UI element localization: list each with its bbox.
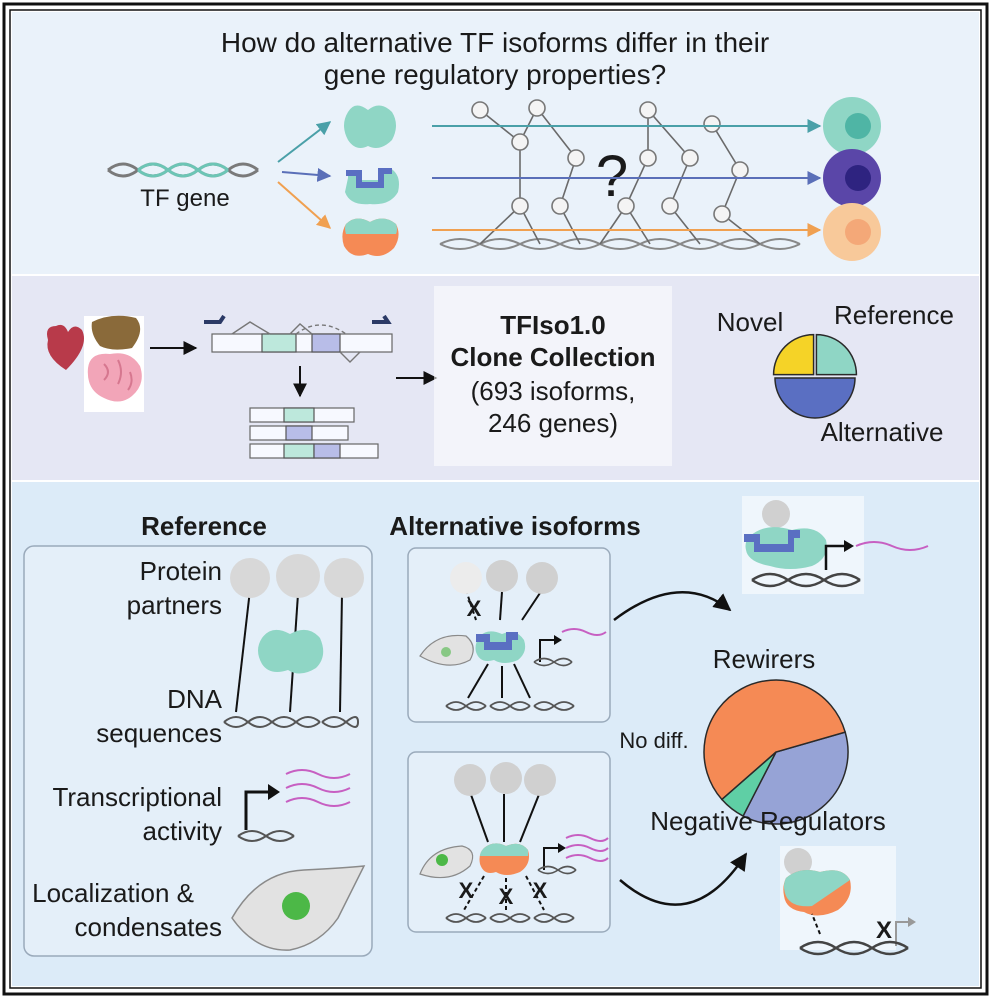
tf-gene-dna-icon xyxy=(107,162,259,178)
alternative-header: Alternative isoforms xyxy=(389,511,640,541)
rewirer-lost-partner-x: X xyxy=(467,596,482,621)
collection-count-2: 246 genes) xyxy=(488,408,618,438)
legend-alternative: Alternative xyxy=(821,417,944,447)
isoform-arrow-blue xyxy=(281,167,332,182)
negative-regulator-outcome-arrow xyxy=(619,852,748,906)
question-line-1: How do alternative TF isoforms differ in… xyxy=(221,27,769,58)
transcription-label-2: activity xyxy=(143,816,222,846)
reference-isoform-protein-icon xyxy=(344,105,396,148)
negative-regulator-tf-protein-icon xyxy=(454,762,556,911)
rewirer-transcription-icon xyxy=(533,628,607,667)
cell-type-orange-icon xyxy=(823,203,881,261)
legend-novel: Novel xyxy=(717,307,783,337)
collection-count-1: (693 isoforms, xyxy=(471,376,636,406)
tf-gene-label: TF gene xyxy=(140,185,229,212)
reference-header: Reference xyxy=(141,511,267,541)
pie-slice-novel xyxy=(772,333,815,376)
pie-slice-negative-regulators xyxy=(703,679,847,801)
protein-partners-label-1: Protein xyxy=(140,556,222,586)
pie-slice-alternative xyxy=(774,377,856,419)
isoform-arrow-orange xyxy=(277,181,332,229)
negative-regulator-transcription-icon xyxy=(537,834,609,875)
negative-regulator-cell-icon xyxy=(419,845,474,879)
negative-regulator-example-x: X xyxy=(876,917,892,944)
rewirer-outcome-arrow xyxy=(613,591,732,621)
rewirer-dna-icon xyxy=(445,701,575,711)
rewirer-tf-protein-icon xyxy=(450,560,558,699)
cell-type-purple-icon xyxy=(823,149,881,207)
reference-transcription-icon xyxy=(237,769,351,842)
negative-regulator-example-icon xyxy=(783,848,916,956)
localization-label-1: Localization & xyxy=(32,878,194,908)
collection-title-1: TFIso1.0 xyxy=(500,310,605,340)
dna-label-2: sequences xyxy=(96,718,222,748)
legend-reference: Reference xyxy=(834,300,954,330)
pie-slice-rewirers xyxy=(742,731,849,825)
collection-card xyxy=(434,286,672,466)
negative-regulator-lost-dna-x-3: X xyxy=(533,878,548,903)
label-rewirers: Rewirers xyxy=(713,644,816,674)
localization-label-2: condensates xyxy=(75,912,222,942)
rewirer-example-icon xyxy=(744,500,929,588)
negative-regulator-box xyxy=(407,751,611,933)
dna-label-1: DNA xyxy=(167,684,223,714)
reference-tf-protein-icon xyxy=(230,554,364,713)
isoform-category-pie xyxy=(772,333,858,419)
rewirer-isoform-protein-icon xyxy=(345,168,399,205)
negative-regulator-dna-icon xyxy=(445,913,575,923)
network-nodes xyxy=(471,99,749,223)
isoform-clones-icon xyxy=(249,407,379,459)
isoform-arrow-teal xyxy=(277,121,332,163)
label-negative-regulators: Negative Regulators xyxy=(650,806,886,836)
reference-cell-localization-icon xyxy=(231,865,366,951)
negative-regulator-lost-dna-x-1: X xyxy=(459,878,474,903)
tissues-icon xyxy=(47,315,144,412)
question-mark: ? xyxy=(596,144,628,209)
collection-title-2: Clone Collection xyxy=(450,342,655,372)
negative-regulator-isoform-protein-icon xyxy=(342,218,399,256)
reference-dna-icon xyxy=(223,716,359,728)
isoform-outcome-pie xyxy=(703,679,849,825)
inner-frame xyxy=(9,9,982,989)
pie-slice-reference xyxy=(815,333,858,376)
label-no-diff: No diff. xyxy=(619,728,688,753)
cell-type-teal-icon xyxy=(823,97,881,155)
question-line-2: gene regulatory properties? xyxy=(324,59,666,90)
transcription-label-1: Transcriptional xyxy=(52,782,222,812)
protein-partners-label-2: partners xyxy=(127,590,222,620)
rewirer-cell-icon xyxy=(419,634,474,666)
transcript-cloning-icon xyxy=(204,314,393,363)
negative-regulator-lost-dna-x-2: X xyxy=(499,884,514,909)
